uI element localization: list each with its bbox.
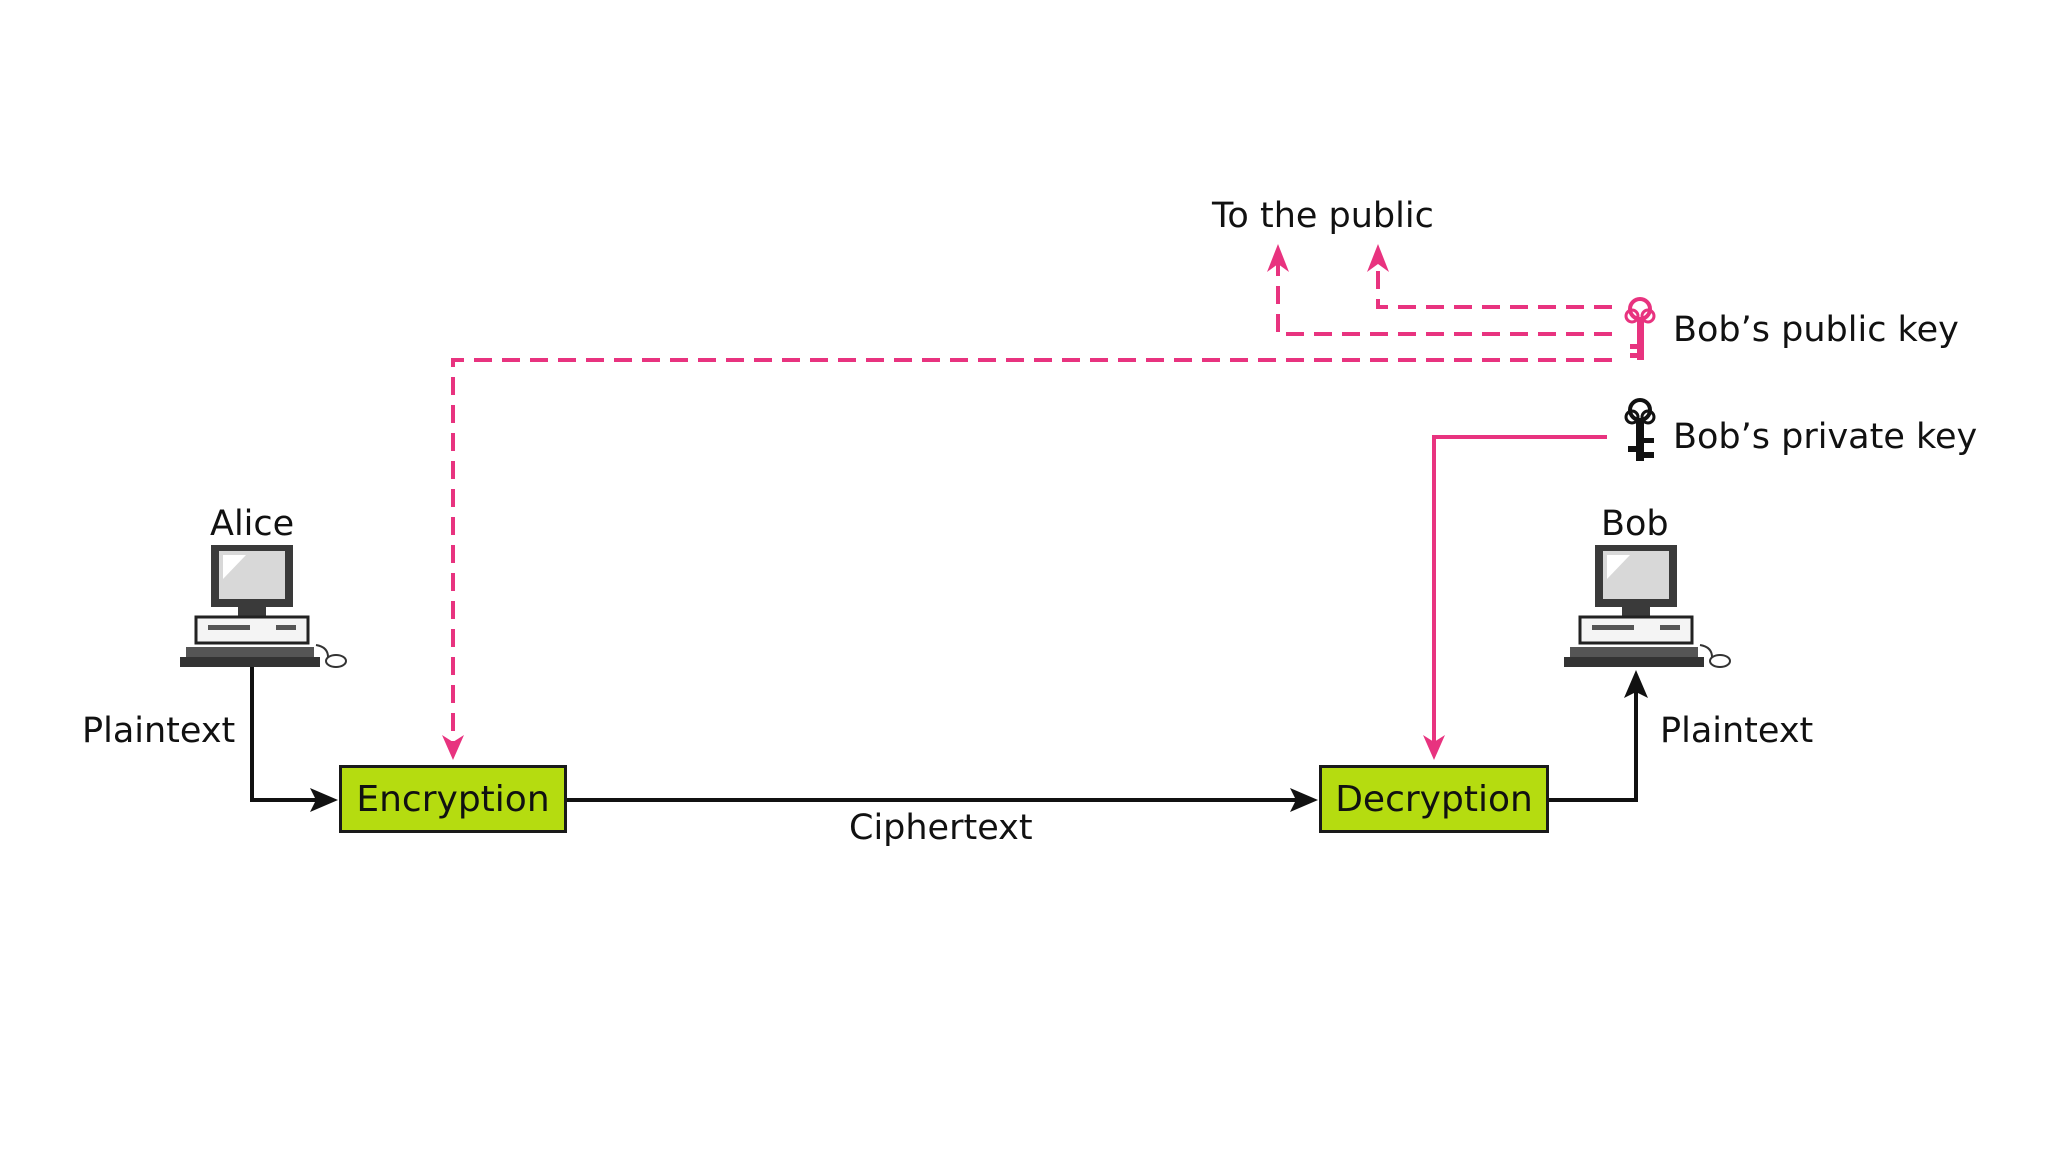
public-key-icon — [1624, 297, 1656, 360]
alice-to-encryption-line — [250, 666, 324, 802]
ciphertext-arrowhead — [1290, 788, 1318, 812]
public-key-to-encryption-line — [451, 358, 1612, 742]
plaintext-output-label: Plaintext — [1660, 711, 1814, 751]
bob-computer-icon — [1564, 545, 1731, 668]
private-key-label: Bob’s private key — [1673, 417, 1978, 457]
encryption-box: Encryption — [339, 765, 567, 833]
to-public-line-right — [1376, 262, 1612, 309]
alice-label: Alice — [210, 504, 295, 544]
to-public-line-left — [1276, 262, 1612, 336]
to-public-arrowhead-left — [1267, 244, 1289, 272]
alice-computer-icon — [180, 545, 347, 668]
bob-label: Bob — [1601, 504, 1669, 544]
public-key-label: Bob’s public key — [1673, 310, 1959, 350]
alice-arrowhead — [310, 788, 338, 812]
plaintext-input-label: Plaintext — [82, 711, 236, 751]
decryption-to-bob-line — [1549, 690, 1638, 802]
to-the-public-label: To the public — [1212, 196, 1434, 236]
to-public-arrowhead-right — [1367, 244, 1389, 272]
decryption-box: Decryption — [1319, 765, 1549, 833]
encryption-key-arrowhead — [442, 735, 464, 760]
ciphertext-label: Ciphertext — [849, 808, 1033, 848]
private-key-icon — [1624, 398, 1656, 461]
bob-arrowhead — [1624, 670, 1648, 698]
decryption-key-arrowhead — [1423, 735, 1445, 760]
private-key-to-decryption-line — [1432, 435, 1607, 742]
